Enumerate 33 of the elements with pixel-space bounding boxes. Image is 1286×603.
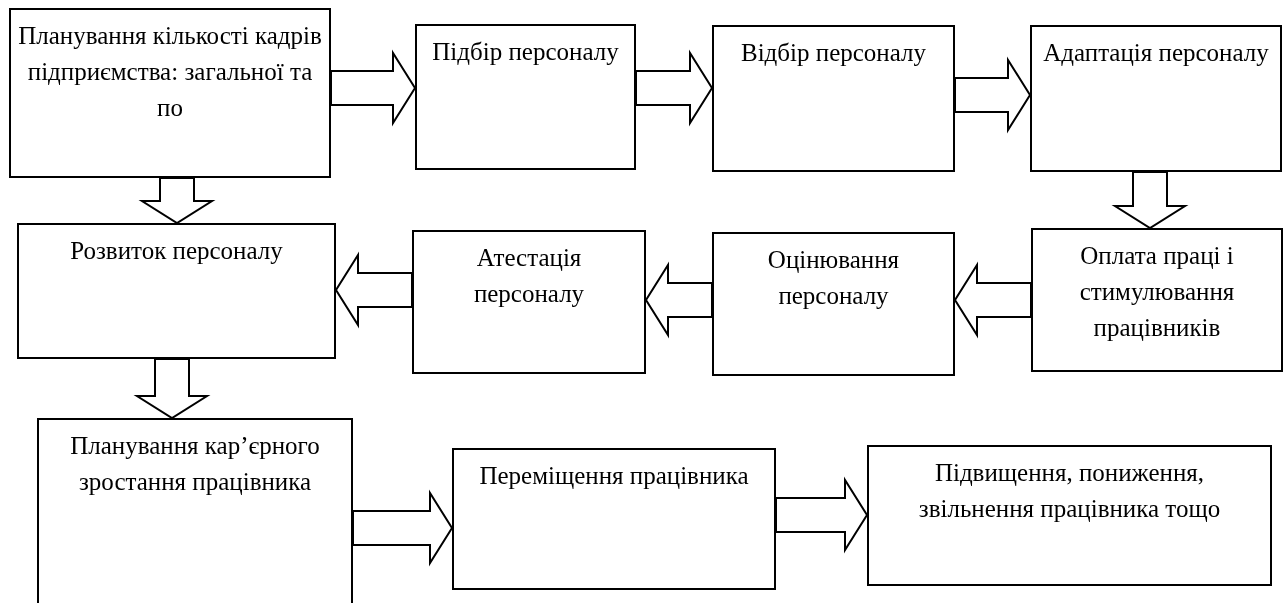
process-box — [415, 24, 636, 170]
process-box — [712, 232, 955, 376]
block-arrow — [352, 489, 454, 567]
block-arrow — [954, 56, 1032, 134]
block-arrow — [330, 49, 417, 127]
block-arrow — [334, 251, 413, 329]
process-box — [867, 445, 1272, 586]
box-text: Підвищення, пониження, звільнення працівника тощо — [918, 459, 1221, 522]
block-arrow — [775, 476, 869, 554]
process-box — [17, 223, 336, 359]
block-arrow — [644, 261, 713, 339]
box-text: Планування кар’єрного зростання працівника — [70, 432, 320, 495]
box-text: Підбір персоналу — [432, 38, 619, 65]
process-box — [712, 25, 955, 172]
block-arrow — [138, 177, 216, 225]
box-text: Оцінювання персоналу — [767, 246, 900, 309]
process-box — [9, 8, 331, 178]
box-text: Оплата праці і стимулювання працівників — [1079, 242, 1235, 341]
block-arrow — [953, 261, 1032, 339]
box-text: Розвиток персоналу — [70, 237, 283, 264]
block-arrow — [635, 49, 714, 127]
box-text: Відбір персоналу — [741, 39, 926, 66]
box-text: Планування кількості кадрів підприємства: загальної та по — [18, 22, 322, 121]
process-box — [37, 418, 353, 603]
box-text: Атестація персоналу — [473, 244, 585, 307]
process-box — [452, 448, 776, 590]
block-arrow — [1111, 171, 1189, 230]
process-box — [1031, 228, 1283, 372]
box-text: Переміщення працівника — [479, 462, 749, 489]
process-box — [412, 230, 646, 374]
block-arrow — [133, 358, 211, 420]
box-text: Адаптація персоналу — [1043, 39, 1269, 66]
process-box — [1030, 25, 1282, 172]
